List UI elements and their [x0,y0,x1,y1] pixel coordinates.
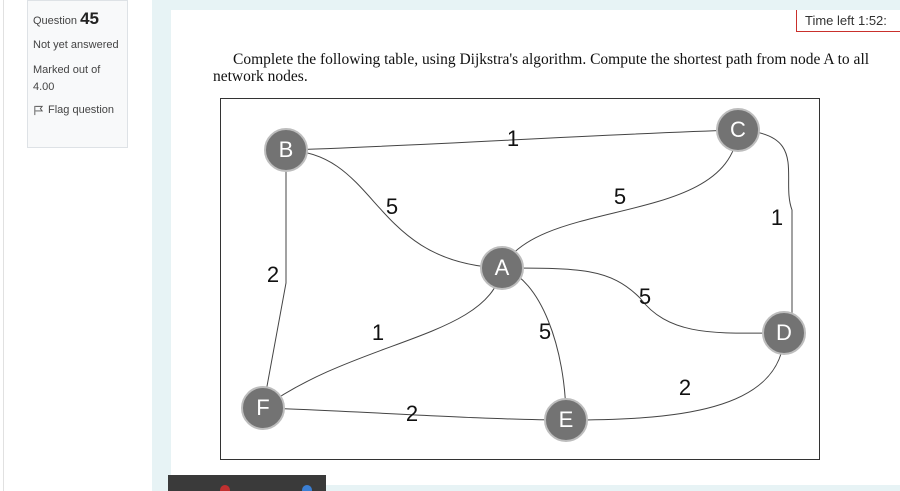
edge-b-a [285,149,503,269]
node-label-d: D [776,320,792,345]
edge-a-f [262,267,503,409]
flag-icon [34,105,44,115]
node-c: C [716,108,760,152]
question-status: Not yet answered [33,39,119,51]
network-graph-figure: 1 5 5 1 2 5 1 5 2 2 A B C D E F [220,98,820,460]
node-f: F [241,386,285,430]
question-grade: Marked out of 4.00 [33,64,101,93]
edge-e-d [565,332,785,421]
taskbar-fragment [168,475,326,491]
quiz-timer: Time left 1:52: [796,10,900,32]
edge-weight-a-f: 1 [372,320,384,345]
edge-f-e [262,407,567,421]
edge-weight-b-f: 2 [267,262,279,287]
edge-weight-a-c: 5 [614,184,626,209]
question-number-value: 45 [80,9,100,28]
node-label-e: E [559,407,574,432]
edge-b-c [285,129,739,151]
edge-b-f [262,150,287,409]
edge-weight-f-e: 2 [406,401,418,426]
node-d: D [762,311,806,355]
node-e: E [544,398,588,442]
edge-a-d [501,267,785,334]
edge-weight-e-d: 2 [679,375,691,400]
edge-weight-b-c: 1 [507,126,519,151]
flag-question-label: Flag question [48,104,115,116]
edge-weight-c-d: 1 [771,205,783,230]
question-text: Complete the following table, using Dijk… [213,51,870,85]
node-label-b: B [279,137,294,162]
question-number: Question 45 [33,9,122,29]
node-label-c: C [730,117,746,142]
edge-weight-b-a: 5 [386,194,398,219]
edge-weight-a-d: 5 [639,284,651,309]
question-word: Question [33,15,78,27]
node-label-f: F [256,395,269,420]
taskbar-info-icon [302,485,312,491]
question-info-panel: Question 45 Not yet answered Marked out … [27,0,128,148]
taskbar-app-icon [220,485,230,491]
node-label-a: A [495,255,510,280]
flag-question-link[interactable]: Flag question [33,104,122,116]
node-a: A [480,246,524,290]
left-divider [3,0,4,491]
node-b: B [264,128,308,172]
edge-c-d [737,129,793,333]
edge-a-c [501,129,739,269]
edge-weight-a-e: 5 [539,319,551,344]
